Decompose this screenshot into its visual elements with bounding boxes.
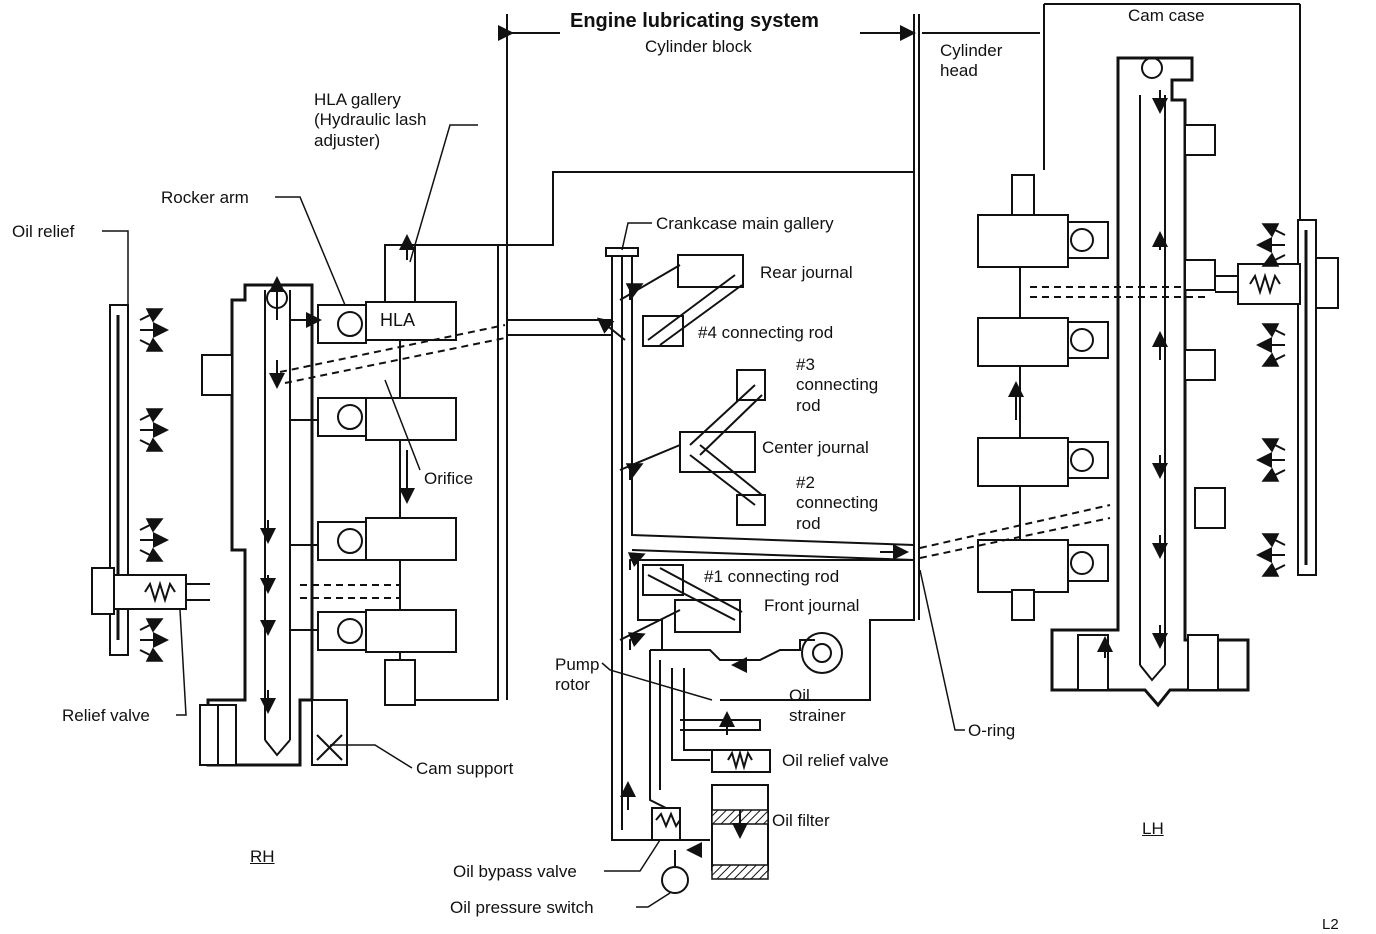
crankshaft — [619, 254, 766, 641]
label-pump-rotor: Pump rotor — [555, 655, 600, 695]
lh-oil-relief — [1215, 219, 1339, 577]
label-crankcase-main-gallery: Crankcase main gallery — [656, 214, 834, 233]
label-oil-bypass-valve: Oil bypass valve — [453, 862, 577, 881]
label-conrod-2: #2 connecting rod — [796, 473, 879, 533]
label-cam-support: Cam support — [416, 759, 514, 778]
label-conrod-3: #3 connecting rod — [796, 355, 879, 415]
label-lh: LH — [1142, 819, 1164, 838]
label-front-journal: Front journal — [764, 596, 860, 615]
lh-cylinder-head — [919, 174, 1210, 621]
label-oil-relief-valve: Oil relief valve — [782, 751, 889, 770]
label-oil-strainer: Oil strainer — [789, 686, 846, 726]
label-rear-journal: Rear journal — [760, 263, 853, 282]
section-cam-case: Cam case — [1128, 6, 1205, 25]
section-dividers — [498, 3, 1301, 700]
label-rh: RH — [250, 847, 275, 866]
label-oil-filter: Oil filter — [772, 811, 830, 830]
page-mark: L2 — [1322, 916, 1339, 933]
label-o-ring: O-ring — [968, 721, 1016, 740]
rh-camshaft — [365, 234, 457, 706]
label-center-journal: Center journal — [762, 438, 869, 457]
section-cylinder-block: Cylinder block — [645, 37, 752, 56]
label-hla: HLA — [380, 310, 416, 330]
rh-oil-relief — [91, 304, 210, 662]
diagram-title: Engine lubricating system — [570, 10, 819, 32]
oil-pump-assembly — [649, 632, 843, 894]
label-oil-pressure-switch: Oil pressure switch — [450, 898, 594, 917]
label-hla-gallery: HLA gallery (Hydraulic lash adjuster) — [314, 90, 427, 150]
rh-oil-feed — [279, 312, 506, 631]
rh-cam-case — [199, 276, 348, 767]
leader-lines — [102, 124, 965, 908]
lh-cam-case — [1050, 56, 1250, 708]
label-oil-relief: Oil relief — [12, 222, 75, 241]
rh-cam-lobes — [317, 304, 367, 651]
label-orifice: Orifice — [424, 469, 474, 488]
label-relief-valve: Relief valve — [62, 706, 150, 725]
section-cylinder-head: Cylinder head — [940, 41, 1003, 81]
label-conrod-4: #4 connecting rod — [698, 323, 834, 342]
label-conrod-1: #1 connecting rod — [704, 567, 840, 586]
label-rocker-arm: Rocker arm — [161, 188, 249, 207]
